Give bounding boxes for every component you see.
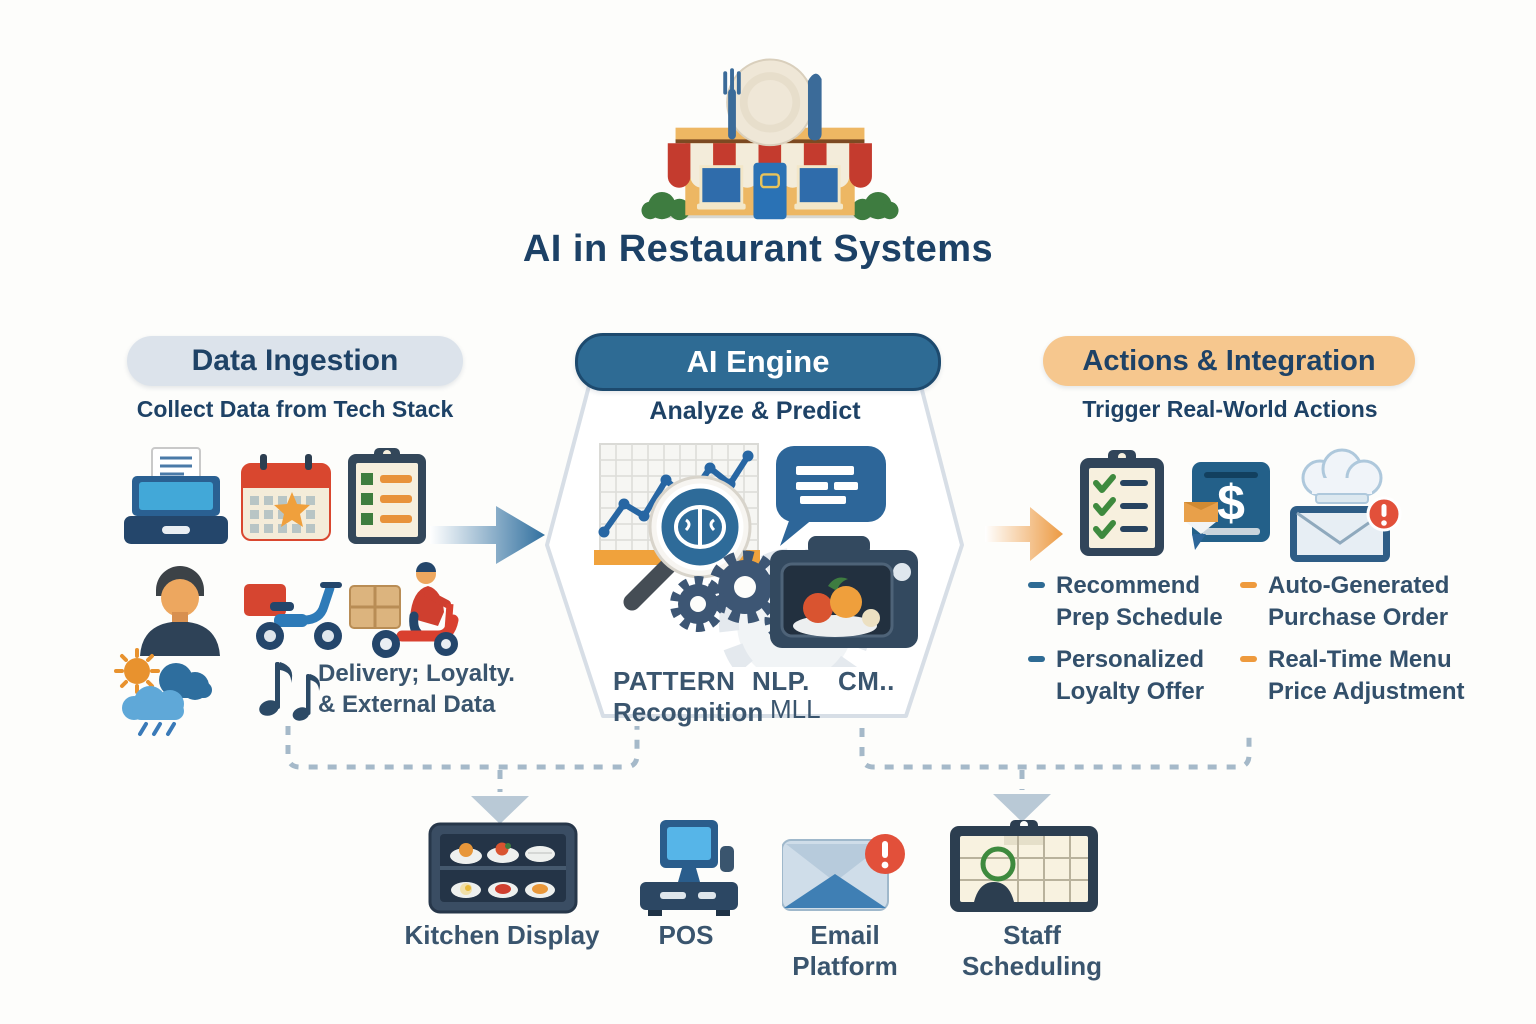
pos-receipt-icon	[122, 446, 230, 548]
ai-engine-icons	[594, 443, 918, 667]
label-pattern-recognition: PATTERN Recognition	[613, 666, 773, 728]
bullet-dash-icon	[1028, 582, 1045, 588]
down-arrowhead-right	[993, 794, 1051, 822]
food-camera-icon	[770, 536, 918, 648]
bullet-dash-icon	[1240, 656, 1257, 662]
actions-integration-header: Actions & Integration	[1043, 336, 1415, 386]
data-ingestion-subtitle: Collect Data from Tech Stack	[136, 396, 454, 422]
ingestion-caption-line2: & External Data	[318, 691, 496, 718]
data-ingestion-header: Data Ingestion	[127, 336, 463, 386]
staff-scheduling-icon	[948, 820, 1100, 914]
output-label-kitchen-display: Kitchen Display	[404, 920, 600, 950]
bullet-line1: Personalized	[1056, 646, 1205, 673]
music-notes-icon	[256, 650, 320, 724]
calendar-icon	[240, 452, 332, 544]
clipboard-list-icon	[346, 448, 428, 546]
delivery-scooter-icon	[240, 566, 350, 654]
label-pattern-line1: PATTERN	[613, 666, 736, 696]
ai-engine-header: AI Engine	[575, 333, 941, 391]
bullet-line1: Real-Time Menu	[1268, 646, 1452, 673]
kitchen-display-icon	[428, 822, 578, 916]
ai-engine-subtitle: Analyze & Predict	[649, 397, 861, 425]
dollar-glyph: $	[1217, 475, 1245, 531]
output-label-email-platform: Email Platform	[792, 920, 898, 981]
customer-icon	[130, 556, 230, 656]
actions-integration-subtitle: Trigger Real-World Actions	[1082, 396, 1378, 422]
down-arrowhead-left	[471, 796, 529, 824]
output-label-staff-scheduling: Staff Scheduling	[961, 920, 1103, 981]
label-cv: CM..	[838, 666, 895, 696]
bullet-line2: Price Adjustment	[1268, 678, 1465, 705]
bullet-line1: Recommend	[1056, 572, 1201, 599]
payment-offer-icon: $	[1184, 456, 1274, 552]
speech-bubble-icon	[776, 446, 886, 546]
restaurant-storefront-icon	[625, 42, 915, 227]
magnifier-brain-icon	[623, 475, 752, 611]
email-platform-icon	[782, 830, 908, 918]
ingestion-caption: Delivery; Loyalty. & External Data	[318, 658, 533, 720]
weather-icon	[110, 646, 230, 738]
label-ml: MLL	[770, 694, 821, 724]
engine-to-actions-arrow	[985, 507, 1063, 561]
pos-terminal-icon	[634, 818, 744, 918]
bullet-line1: Auto-Generated	[1268, 572, 1450, 599]
bullet-dash-icon	[1028, 656, 1045, 662]
ingestion-to-engine-arrow	[430, 506, 545, 564]
page-title: AI in Restaurant Systems	[522, 228, 994, 270]
ingestion-caption-line1: Delivery; Loyalty.	[318, 660, 515, 687]
restaurant-storefront-icon	[641, 58, 899, 221]
bullet-line2: Loyalty Offer	[1056, 678, 1205, 705]
bullet-dash-icon	[1240, 582, 1257, 588]
output-label-pos: POS	[658, 920, 714, 950]
label-nlp: NLP.	[752, 666, 810, 696]
bullet-line2: Purchase Order	[1268, 604, 1449, 631]
bullet-line2: Prep Schedule	[1056, 604, 1223, 631]
checklist-icon	[1078, 450, 1166, 558]
purchase-order-icon	[1282, 448, 1402, 568]
delivery-rider-icon	[348, 556, 460, 660]
label-pattern-line2: Recognition	[613, 697, 764, 727]
